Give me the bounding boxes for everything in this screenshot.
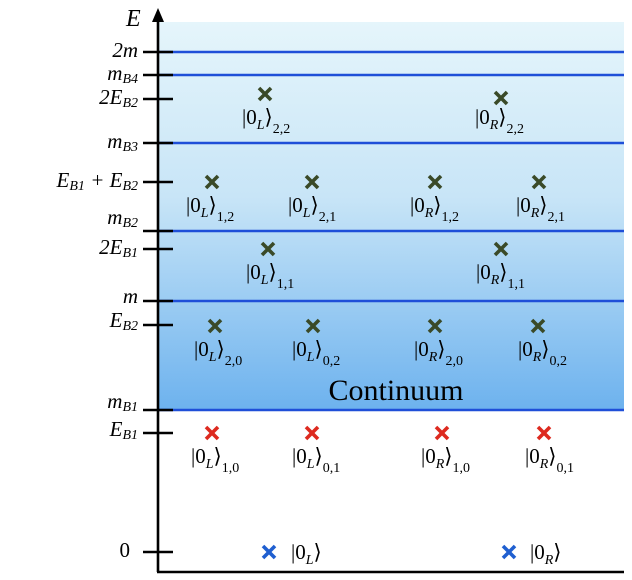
level-label-2EB2: 2EB2 [99,85,138,111]
continuum-label: Continuum [328,374,463,407]
cross-L-10 [204,425,220,441]
state-R-12: |0R⟩1,2 [410,193,459,225]
cross-R-12 [427,174,443,190]
cross-R-11 [493,241,509,257]
state-labels: |0L⟩ |0R⟩ |0L⟩1,0 |0L⟩0,1 |0R⟩1,0 |0R⟩0,… [186,105,574,568]
cross-R-21 [531,174,547,190]
level-label-EB1pEB2: EB1 + EB2 [56,168,138,194]
level-lines [158,50,624,412]
state-L-11: |0L⟩1,1 [246,260,294,292]
continuum-band [158,22,624,410]
level-label-2m: 2m [112,38,138,62]
state-R-11: |0R⟩1,1 [476,260,525,292]
level-label-EB2: EB2 [109,308,138,334]
state-L-12: |0L⟩1,2 [186,193,234,225]
cross-R-02 [530,318,546,334]
level-label-2EB1: 2EB1 [99,235,138,261]
state-R-10: |0R⟩1,0 [421,444,470,476]
ticks [143,50,173,554]
level-label-EB1: EB1 [109,417,138,443]
state-L-20: |0L⟩2,0 [194,337,242,369]
crosses [204,86,552,560]
state-R-01: |0R⟩0,1 [525,444,574,476]
cross-R-22 [493,90,509,106]
state-R-02: |0R⟩0,2 [518,337,567,369]
cross-R-20 [427,318,443,334]
state-R-21: |0R⟩2,1 [516,193,565,225]
cross-L-12 [204,174,220,190]
level-label-mB4: mB4 [107,61,138,87]
state-ground-R: |0R⟩ [530,540,561,568]
cross-L-20 [207,318,223,334]
cross-R-10 [434,425,450,441]
cross-ground-L [261,544,277,560]
cross-ground-R [501,544,517,560]
cross-L-22 [257,86,273,102]
cross-R-01 [536,425,552,441]
level-label-mB1: mB1 [107,389,138,415]
level-label-mB3: mB3 [107,129,138,155]
level-label-zero: 0 [120,538,131,562]
cross-L-01 [304,425,320,441]
state-L-10: |0L⟩1,0 [191,444,239,476]
level-labels: 2m mB4 2EB2 mB3 EB1 + EB2 mB2 2EB1 m EB2… [56,38,138,562]
state-L-02: |0L⟩0,2 [292,337,340,369]
level-label-m: m [123,284,138,308]
cross-L-02 [305,318,321,334]
level-label-mB2: mB2 [107,205,138,231]
state-L-01: |0L⟩0,1 [292,444,340,476]
axes [156,18,624,574]
state-R-20: |0R⟩2,0 [414,337,463,369]
cross-L-11 [260,241,276,257]
state-ground-L: |0L⟩ [291,540,322,568]
y-axis-arrow [152,8,164,22]
state-L-21: |0L⟩2,1 [288,193,336,225]
state-R-22: |0R⟩2,2 [475,105,524,137]
state-L-22: |0L⟩2,2 [242,105,290,137]
axis-label-E: E [125,6,141,32]
cross-L-21 [304,174,320,190]
